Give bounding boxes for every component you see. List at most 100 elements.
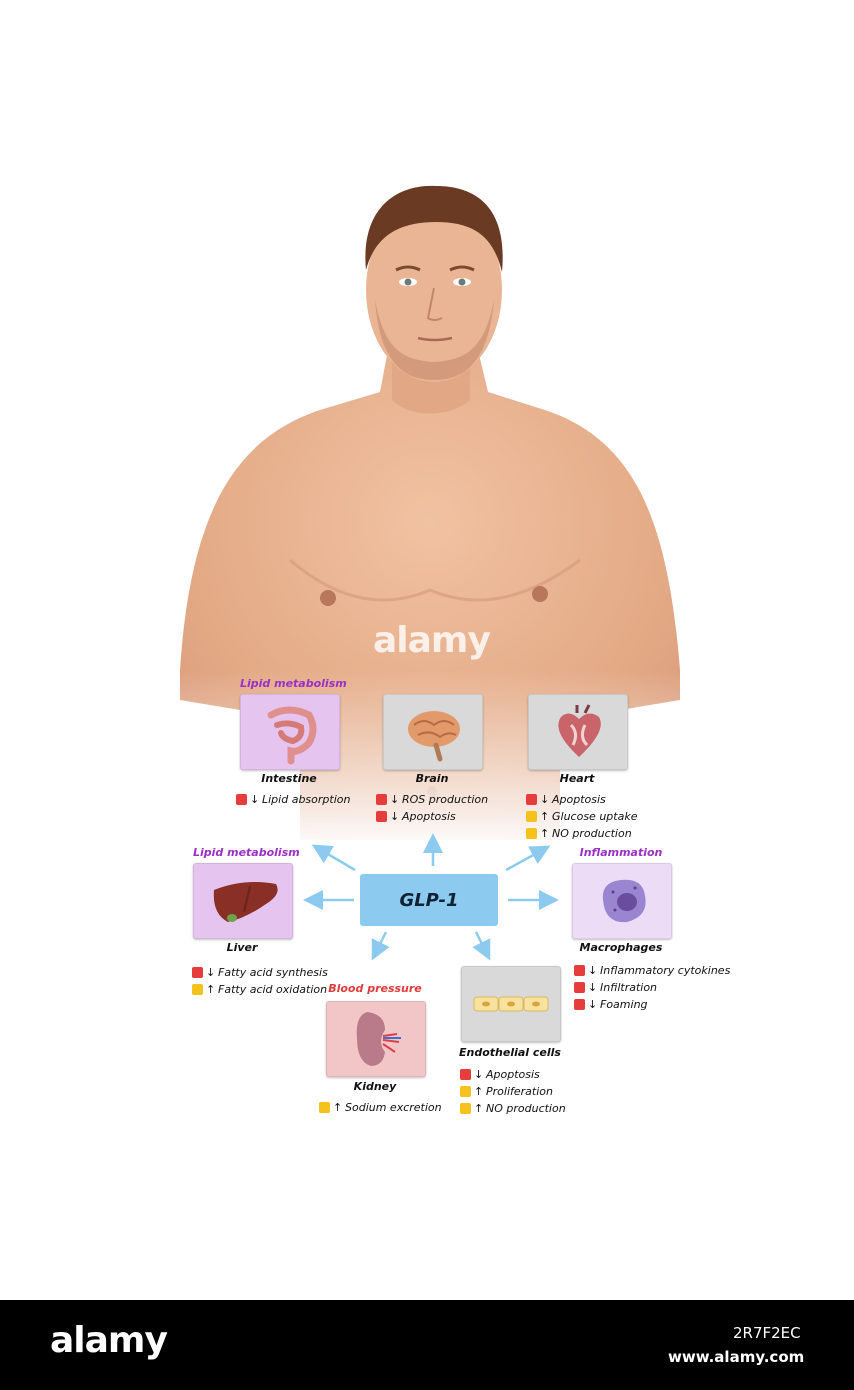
up-arrow-icon: ↑ <box>333 1101 343 1114</box>
kidney-category: Blood pressure <box>328 982 422 995</box>
increase-marker <box>526 811 537 822</box>
endothelial-box <box>461 966 561 1042</box>
endothelial-effects: ↓ Apoptosis ↑ Proliferation ↑ NO product… <box>460 1066 566 1117</box>
footer-logo[interactable]: alamy <box>50 1320 168 1361</box>
brain-effect: ↓ ROS production <box>376 791 488 808</box>
decrease-marker <box>376 811 387 822</box>
decrease-marker <box>236 794 247 805</box>
decrease-marker <box>376 794 387 805</box>
decrease-marker <box>574 999 585 1010</box>
macrophage-cell-icon <box>602 879 646 923</box>
increase-marker <box>319 1102 330 1113</box>
heart-box <box>528 694 628 770</box>
effect-text: NO production <box>486 1102 566 1115</box>
arrows-layer <box>303 833 559 961</box>
intestine-icon <box>267 706 317 765</box>
endothelial-effect: ↓ Apoptosis <box>460 1066 566 1083</box>
kidney-box <box>326 1001 426 1077</box>
down-arrow-icon: ↓ <box>390 793 400 806</box>
brain-effect: ↓ Apoptosis <box>376 808 488 825</box>
kidney-effects: ↑ Sodium excretion <box>319 1099 442 1116</box>
brain-name: Brain <box>415 772 449 785</box>
up-arrow-icon: ↑ <box>474 1085 484 1098</box>
decrease-marker <box>460 1069 471 1080</box>
down-arrow-icon: ↓ <box>540 793 550 806</box>
up-arrow-icon: ↑ <box>540 810 550 823</box>
heart-icon <box>558 704 601 757</box>
effect-text: Fatty acid oxidation <box>218 983 328 996</box>
intestine-effects: ↓ Lipid absorption <box>236 791 350 808</box>
effect-text: Lipid absorption <box>262 793 351 806</box>
increase-marker <box>192 984 203 995</box>
footer-url-link[interactable]: www.alamy.com <box>668 1348 805 1366</box>
effect-text: Apoptosis <box>486 1068 540 1081</box>
arrow-to-endothelial <box>472 931 491 961</box>
brain-effects: ↓ ROS production ↓ Apoptosis <box>376 791 488 825</box>
glp1-center-box: GLP-1 <box>360 874 498 926</box>
endothelial-name: Endothelial cells <box>459 1046 561 1059</box>
liver-name: Liver <box>226 941 258 954</box>
heart-effect: ↑ NO production <box>526 825 637 842</box>
increase-marker <box>460 1086 471 1097</box>
increase-marker <box>526 828 537 839</box>
kidney-name: Kidney <box>353 1080 397 1093</box>
liver-icon <box>213 882 278 922</box>
down-arrow-icon: ↓ <box>390 810 400 823</box>
down-arrow-icon: ↓ <box>588 998 598 1011</box>
macrophages-effect: ↓ Inflammatory cytokines <box>574 962 730 979</box>
footer-image-id: 2R7F2EC <box>733 1324 801 1342</box>
effect-text: Glucose uptake <box>552 810 638 823</box>
brain-icon <box>408 711 460 762</box>
watermark-text: alamy <box>373 620 491 661</box>
arrow-to-intestine <box>311 844 356 872</box>
liver-category: Lipid metabolism <box>193 846 300 859</box>
effect-text: Sodium excretion <box>345 1101 442 1114</box>
up-arrow-icon: ↑ <box>474 1102 484 1115</box>
macrophages-name: Macrophages <box>579 941 663 954</box>
effect-text: Proliferation <box>486 1085 553 1098</box>
effect-text: ROS production <box>402 793 489 806</box>
macrophages-effects: ↓ Inflammatory cytokines ↓ Infiltration … <box>574 962 730 1013</box>
arrow-to-heart <box>505 845 551 872</box>
intestine-name: Intestine <box>261 772 317 785</box>
effect-text: Fatty acid synthesis <box>218 966 328 979</box>
heart-effects: ↓ Apoptosis ↑ Glucose uptake ↑ NO produc… <box>526 791 637 842</box>
down-arrow-icon: ↓ <box>474 1068 484 1081</box>
heart-effect: ↓ Apoptosis <box>526 791 637 808</box>
effect-text: Infiltration <box>600 981 658 994</box>
effect-text: Apoptosis <box>402 810 456 823</box>
endothelial-effect: ↑ NO production <box>460 1100 566 1117</box>
macrophages-category: Inflammation <box>579 846 663 859</box>
decrease-marker <box>574 982 585 993</box>
macrophages-box <box>572 863 672 939</box>
kidney-icon <box>356 1012 401 1066</box>
macrophages-effect: ↓ Infiltration <box>574 979 730 996</box>
liver-effect: ↓ Fatty acid synthesis <box>192 964 328 981</box>
glp1-label: GLP-1 <box>399 889 459 911</box>
decrease-marker <box>192 967 203 978</box>
up-arrow-icon: ↑ <box>540 827 550 840</box>
endothelial-effect: ↑ Proliferation <box>460 1083 566 1100</box>
liver-effect: ↑ Fatty acid oxidation <box>192 981 328 998</box>
kidney-effect: ↑ Sodium excretion <box>319 1099 442 1116</box>
intestine-effect: ↓ Lipid absorption <box>236 791 350 808</box>
effect-text: Inflammatory cytokines <box>600 964 731 977</box>
heart-name: Heart <box>559 772 595 785</box>
up-arrow-icon: ↑ <box>206 983 216 996</box>
effect-text: Foaming <box>600 998 648 1011</box>
effect-text: Apoptosis <box>552 793 606 806</box>
effect-text: NO production <box>552 827 632 840</box>
macrophages-effect: ↓ Foaming <box>574 996 730 1013</box>
liver-box <box>193 863 293 939</box>
intestine-category: Lipid metabolism <box>240 677 347 690</box>
stock-footer-bar: alamy 2R7F2EC www.alamy.com <box>0 1300 854 1390</box>
increase-marker <box>460 1103 471 1114</box>
liver-effects: ↓ Fatty acid synthesis ↑ Fatty acid oxid… <box>192 964 328 998</box>
down-arrow-icon: ↓ <box>588 964 598 977</box>
down-arrow-icon: ↓ <box>250 793 260 806</box>
endothelial-cells-icon <box>473 996 549 1012</box>
down-arrow-icon: ↓ <box>206 966 216 979</box>
heart-effect: ↑ Glucose uptake <box>526 808 637 825</box>
decrease-marker <box>526 794 537 805</box>
down-arrow-icon: ↓ <box>588 981 598 994</box>
